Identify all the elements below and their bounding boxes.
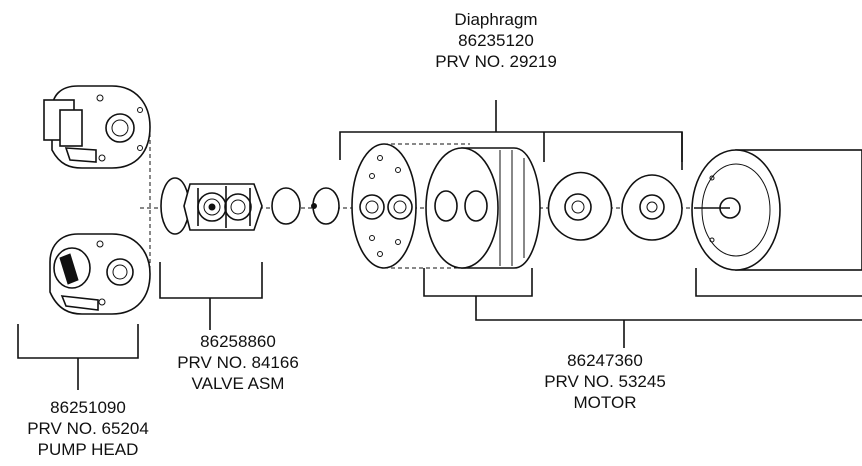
diaphragm-prv-number: PRV NO. 29219 bbox=[435, 52, 557, 71]
motor-label: 86247360 PRV NO. 53245 MOTOR bbox=[505, 350, 705, 413]
motor-body bbox=[691, 149, 862, 271]
pump-head-name: PUMP HEAD bbox=[37, 440, 139, 459]
diaphragm-label: Diaphragm 86235120 PRV NO. 29219 bbox=[396, 9, 596, 72]
valve-part-number: 86258860 bbox=[200, 332, 276, 351]
diaphragm-housing bbox=[425, 147, 541, 269]
motor-cam-right bbox=[621, 174, 683, 241]
valve-name: VALVE ASM bbox=[191, 374, 285, 393]
pump-head-bracket bbox=[17, 324, 139, 390]
motor-bracket bbox=[695, 268, 862, 297]
housing-bracket bbox=[423, 268, 533, 297]
diaphragm-part-number: 86235120 bbox=[458, 31, 534, 50]
pump-head-lower bbox=[49, 233, 151, 315]
diaphragm-name: Diaphragm bbox=[454, 10, 538, 29]
cams-bracket bbox=[543, 132, 683, 162]
valve-bracket bbox=[159, 262, 263, 330]
valve-label: 86258860 PRV NO. 84166 VALVE ASM bbox=[138, 331, 338, 394]
valve-prv-number: PRV NO. 84166 bbox=[177, 353, 299, 372]
motor-prv-number: PRV NO. 53245 bbox=[544, 372, 666, 391]
pump-head-part-number: 86251090 bbox=[50, 398, 126, 417]
pump-head-upper bbox=[43, 85, 151, 169]
pump-head-label: 86251090 PRV NO. 65204 PUMP HEAD bbox=[0, 397, 188, 460]
motor-cam-left bbox=[547, 171, 613, 241]
pump-head-prv-number: PRV NO. 65204 bbox=[27, 419, 149, 438]
seal-ring bbox=[271, 187, 301, 225]
motor-group-bracket bbox=[475, 296, 862, 348]
valve-assembly bbox=[183, 183, 263, 231]
motor-part-number: 86247360 bbox=[567, 351, 643, 370]
motor-name: MOTOR bbox=[573, 393, 637, 412]
diaphragm-plate bbox=[351, 143, 417, 269]
